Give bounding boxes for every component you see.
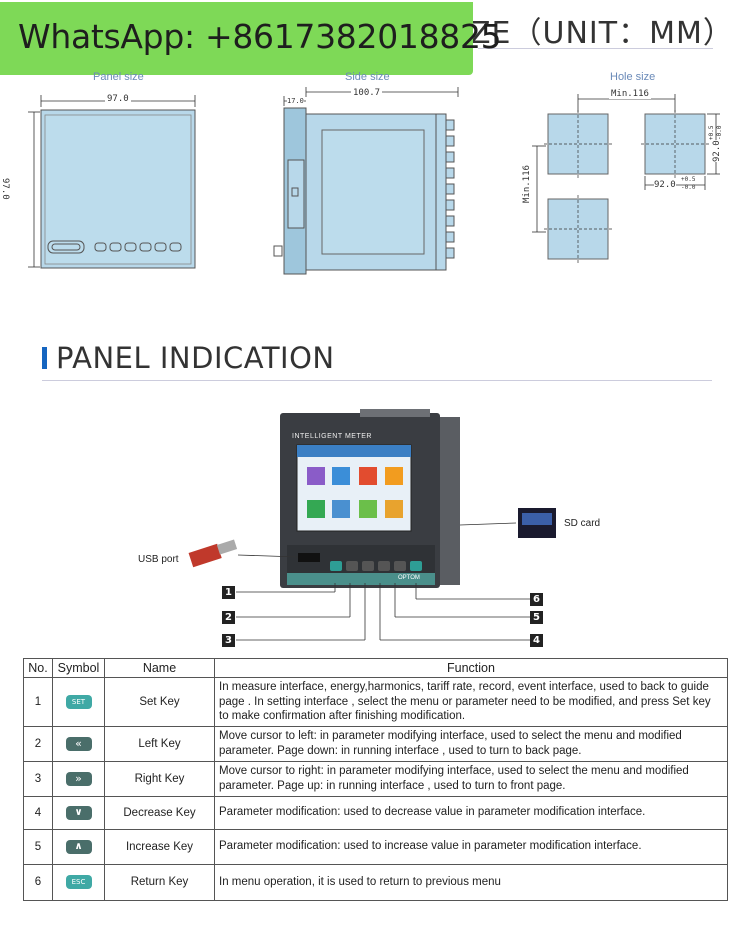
whatsapp-text: WhatsApp: +8617382018825 [18, 17, 502, 56]
increase-key-icon: ∧ [65, 839, 92, 854]
callout-6: 6 [530, 593, 543, 606]
row-function: Parameter modification: used to increase… [214, 828, 728, 865]
panel-indication-title: PANEL INDICATION [56, 341, 335, 375]
table-header-row: No. Symbol Name Function [23, 658, 728, 678]
decrease-key-icon: ∨ [65, 805, 92, 820]
row-name: Return Key [104, 863, 215, 901]
row-no: 5 [23, 828, 53, 865]
meter-illustration [188, 409, 556, 641]
left-key-icon: « [65, 736, 92, 751]
callout-3: 3 [222, 634, 235, 647]
row-name: Right Key [104, 760, 215, 797]
esc-key-icon: ESC [65, 875, 92, 889]
table-row: 3 » Right Key Move cursor to right: in p… [23, 760, 728, 797]
hole-width-dim: 92.0 [654, 180, 676, 190]
hole-min-vertical: Min.116 [522, 163, 532, 205]
hole-height-tol-plus: +0.5 [708, 125, 715, 140]
row-function: In measure interface, energy,harmonics, … [214, 677, 728, 727]
row-name: Left Key [104, 725, 215, 762]
row-function: Move cursor to left: in parameter modify… [214, 725, 728, 762]
row-function: Move cursor to right: in parameter modif… [214, 760, 728, 797]
row-no: 2 [23, 725, 53, 762]
table-row: 5 ∧ Increase Key Parameter modification:… [23, 828, 728, 865]
panel-size-caption: Panel size [93, 71, 144, 83]
section-accent-bar [42, 347, 47, 369]
row-no: 3 [23, 760, 53, 797]
header-symbol: Symbol [52, 658, 105, 678]
side-depth-dim: 100.7 [351, 88, 383, 98]
hole-min-horizontal: Min.116 [609, 89, 651, 99]
meter-logo-text: OPTOM [398, 575, 420, 581]
meter-brand-title: INTELLIGENT METER [292, 433, 372, 440]
key-function-table: No. Symbol Name Function 1 SET Set Key I… [23, 658, 728, 901]
panel-width-dim: 97.0 [105, 94, 131, 104]
header-no: No. [23, 658, 53, 678]
row-no: 6 [23, 863, 53, 901]
section-rule [42, 380, 712, 381]
table-row: 4 ∨ Decrease Key Parameter modification:… [23, 795, 728, 830]
row-function: In menu operation, it is used to return … [214, 863, 728, 901]
hole-size-drawing [532, 94, 720, 263]
set-key-icon: SET [65, 694, 92, 709]
panel-height-dim: 97.0 [0, 177, 10, 201]
table-row: 2 « Left Key Move cursor to left: in par… [23, 725, 728, 762]
header-rule [478, 48, 713, 49]
row-function: Parameter modification: used to decrease… [214, 795, 728, 830]
row-no: 1 [23, 677, 53, 727]
callout-2: 2 [222, 611, 235, 624]
row-name: Increase Key [104, 828, 215, 865]
header-function: Function [214, 658, 728, 678]
whatsapp-banner [0, 2, 473, 75]
row-name: Set Key [104, 677, 215, 727]
hole-width-tol-plus: +0.5 [681, 176, 696, 183]
header-name: Name [104, 658, 215, 678]
right-key-icon: » [65, 771, 92, 786]
side-front-dim: 17.0 [287, 97, 304, 105]
hole-height-dim: 92.0 [712, 140, 722, 162]
table-row: 1 SET Set Key In measure interface, ener… [23, 677, 728, 727]
hole-width-tol-minus: -0.0 [681, 184, 696, 191]
hole-height-tol-minus: -0.0 [716, 125, 723, 140]
side-size-caption: Side size [345, 71, 390, 83]
table-row: 6 ESC Return Key In menu operation, it i… [23, 863, 728, 901]
row-name: Decrease Key [104, 795, 215, 830]
callout-4: 4 [530, 634, 543, 647]
hole-size-caption: Hole size [610, 71, 656, 83]
usb-port-label: USB port [138, 554, 179, 565]
callout-5: 5 [530, 611, 543, 624]
sd-card-label: SD card [564, 518, 601, 529]
callout-1: 1 [222, 586, 235, 599]
side-size-drawing [273, 87, 459, 275]
size-section-title: ZE（UNIT：MM） [470, 16, 734, 51]
row-no: 4 [23, 795, 53, 830]
panel-size-drawing [28, 95, 196, 269]
